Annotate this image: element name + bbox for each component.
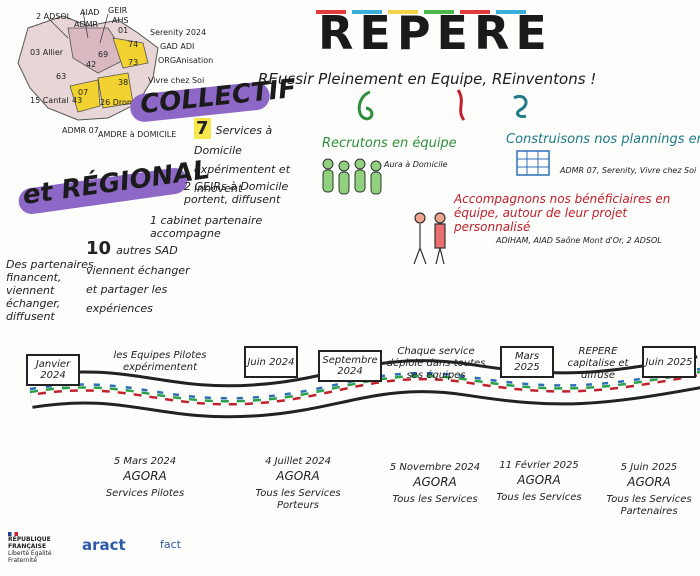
event-participants: Tous les Services Porteurs <box>255 488 341 511</box>
map-label: GAD ADI <box>160 42 195 51</box>
title: REPERE <box>318 6 553 60</box>
event-participants: Tous les Services Partenaires <box>606 494 692 517</box>
map-label: AHS <box>112 16 129 25</box>
accompagnons-sub: ADIHAM, AIAD Saône Mont d'Or, 2 ADSOL <box>496 236 662 245</box>
map-label: 01 <box>118 26 129 35</box>
subtitle: REussir Pleinement en Equipe, REinventon… <box>258 70 597 88</box>
timeline-note: Chaque service déploie dans toutes ses é… <box>386 346 486 381</box>
map-label: GEIR <box>108 6 128 15</box>
map-label: 63 <box>56 72 67 81</box>
timeline-note: les Equipes Pilotes expérimentent <box>113 350 207 373</box>
bullet-1: 7 Services à Domicile expérimentent et i… <box>194 118 292 196</box>
bullet-text: Services à Domicile expérimentent et inn… <box>194 124 291 195</box>
recrutons-heading: Recrutons en équipe <box>322 136 457 151</box>
recrutons-sub: Aura à Domicile <box>384 160 448 169</box>
aract-logo: aract <box>82 536 126 554</box>
region-map <box>17 11 159 121</box>
map-label: Vivre chez Soi <box>148 76 205 85</box>
timeline-flag: Juin 2024 <box>244 346 298 378</box>
timeline-flag: Septembre 2024 <box>318 350 382 382</box>
map-label: 74 <box>128 40 139 49</box>
timeline-event: 5 Novembre 2024 AGORA Tous les Services <box>380 462 490 506</box>
event-participants: Tous les Services <box>496 492 582 503</box>
map-label: ADMR 07 <box>62 126 99 135</box>
map-label: ORGAnisation <box>158 56 214 65</box>
swirl-icon <box>456 89 466 121</box>
map-label: Serenity 2024 <box>150 28 207 37</box>
timeline-flag: Janvier 2024 <box>26 354 80 386</box>
event-date: 5 Novembre 2024 <box>389 462 481 473</box>
event-date: 5 Mars 2024 <box>113 456 177 467</box>
event-name: AGORA <box>517 473 561 487</box>
bullet-text: autres SAD viennent échanger et partager… <box>86 244 190 315</box>
map-label: 26 Drome <box>100 98 140 107</box>
event-name: AGORA <box>627 475 671 489</box>
event-date: 4 Juillet 2024 <box>265 456 331 467</box>
map-label: 07 <box>78 88 89 97</box>
construisons-sub: ADMR 07, Serenity, Vivre chez Soi <box>560 166 697 175</box>
map-label: 15 Cantal <box>30 96 69 105</box>
title-color-marks <box>316 10 526 14</box>
map-label: 03 Allier <box>30 48 64 57</box>
event-name: AGORA <box>413 475 457 489</box>
republique-francaise-logo: RÉPUBLIQUE FRANÇAISE Liberté Égalité Fra… <box>8 532 78 564</box>
map-label: 2 ADSOL <box>36 12 72 21</box>
map-label: AMDRE à DOMICILE <box>98 130 177 139</box>
bullet-number: 10 <box>86 238 112 259</box>
fact-logo: fact <box>160 538 181 551</box>
event-participants: Tous les Services <box>392 494 478 505</box>
partners-text: Des partenaires financent, viennent écha… <box>6 258 94 323</box>
map-label: 73 <box>128 58 139 67</box>
bullet-4: 10 autres SAD viennent échanger et parta… <box>86 238 204 316</box>
swirl-icon <box>513 95 528 118</box>
timeline-flag: Mars 2025 <box>500 346 554 378</box>
map-label: 38 <box>118 78 129 87</box>
timeline-event: 5 Mars 2024 AGORA Services Pilotes <box>90 456 200 500</box>
bullet-3: 1 cabinet partenaire accompagne <box>150 214 263 240</box>
flag-icon <box>8 532 18 536</box>
timeline-road <box>27 355 700 419</box>
timeline-event: 11 Février 2025 AGORA Tous les Services <box>484 460 594 504</box>
construisons-heading: Construisons nos plannings en équipe <box>506 132 700 147</box>
rf-motto: Liberté Égalité Fraternité <box>8 550 52 564</box>
event-date: 11 Février 2025 <box>499 460 579 471</box>
map-label: 69 <box>98 50 109 59</box>
timeline-event: 5 Juin 2025 AGORA Tous les Services Part… <box>600 462 698 518</box>
event-participants: Services Pilotes <box>105 488 185 499</box>
caregiver-people-icon <box>413 212 446 265</box>
map-label: 42 <box>86 60 97 69</box>
timeline-event: 4 Juillet 2024 AGORA Tous les Services P… <box>238 456 358 512</box>
accompagnons-heading: Accompagnons nos bénéficiaires en équipe… <box>454 192 671 234</box>
team-people-icon <box>322 158 382 195</box>
timeline-note: REPERE capitalise et diffuse <box>567 346 629 381</box>
event-name: AGORA <box>123 469 167 483</box>
event-name: AGORA <box>276 469 320 483</box>
rf-name: RÉPUBLIQUE FRANÇAISE <box>8 536 51 550</box>
event-date: 5 Juin 2025 <box>620 462 678 473</box>
bullet-number: 7 <box>194 118 211 139</box>
bullet-2: 2 GEIRs à Domicile portent, diffusent <box>184 180 289 206</box>
map-label: AIAD <box>80 8 100 17</box>
six-icon <box>357 90 374 121</box>
timeline-flag: Juin 2025 <box>642 346 696 378</box>
calendar-icon <box>516 150 550 176</box>
map-label: ADMR <box>74 20 99 29</box>
map-label: 43 <box>72 96 83 105</box>
